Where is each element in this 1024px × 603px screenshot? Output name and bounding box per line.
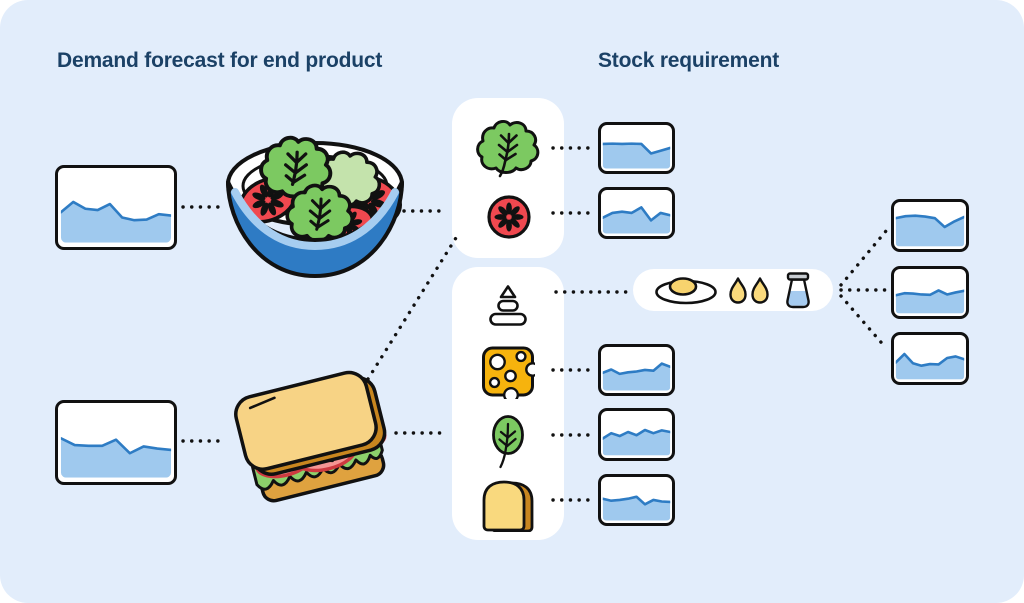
cheese-stock-chart xyxy=(598,344,675,396)
stock-requirement-heading: Stock requirement xyxy=(598,49,779,72)
oil-stock-chart xyxy=(891,266,969,319)
egg-stock-chart xyxy=(891,199,969,252)
lettuce-icon xyxy=(476,118,540,180)
link-components-to-vinegar-chart xyxy=(839,294,888,350)
sauce-stack-icon xyxy=(487,284,529,326)
tomato-stock-chart xyxy=(598,187,675,239)
tomato-slice-icon xyxy=(486,194,532,240)
bread-stock-chart xyxy=(598,474,675,526)
oil-drops-icon xyxy=(728,276,772,304)
sandwich-illustration xyxy=(222,366,402,516)
bread-slice-icon xyxy=(480,478,536,532)
vinegar-bottle-icon xyxy=(783,271,813,309)
sandwich-forecast-chart xyxy=(55,400,177,485)
lettuce-stock-chart xyxy=(598,122,675,174)
vinegar-stock-chart xyxy=(891,332,969,385)
cheese-icon xyxy=(481,345,535,399)
demand-forecast-heading: Demand forecast for end product xyxy=(57,49,383,72)
greens-leaf-icon xyxy=(491,415,525,469)
link-components-to-egg-chart xyxy=(839,229,888,287)
salad-forecast-chart xyxy=(55,165,177,250)
sauce-components-pill xyxy=(633,269,833,311)
greens-stock-chart xyxy=(598,408,675,461)
fried-egg-icon xyxy=(654,275,718,305)
salad-bowl-illustration xyxy=(220,120,410,290)
